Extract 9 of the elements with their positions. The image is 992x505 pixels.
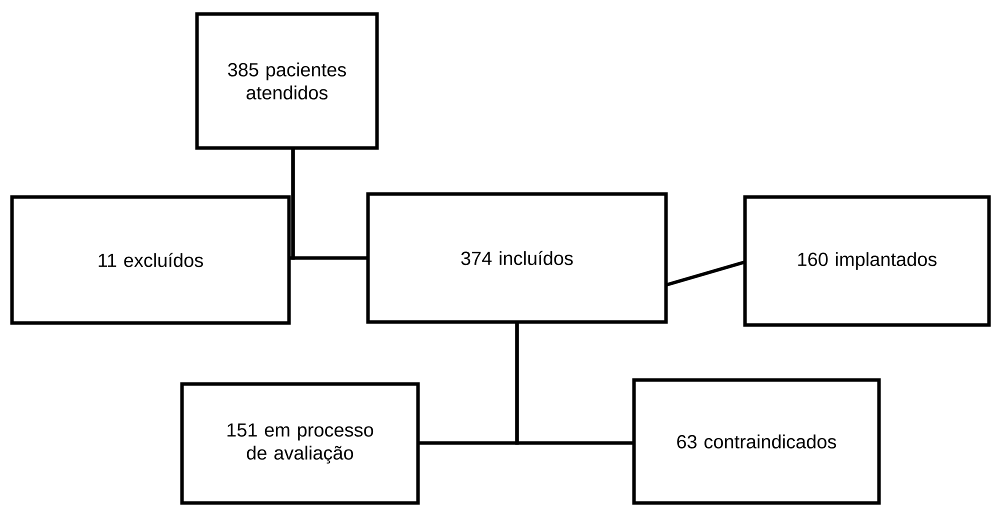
box: 385 pacientes atendidos (195, 12, 379, 150)
box: 63 contraindicados (632, 378, 881, 505)
box: 160 implantados (743, 195, 991, 327)
connector-line (291, 148, 368, 260)
box: 374 incluídos (366, 192, 668, 324)
box: 11 excluídos (10, 195, 291, 325)
connector-line (666, 260, 746, 287)
box: 151 em processo de avaliação (180, 382, 420, 505)
connector-line (515, 322, 634, 445)
